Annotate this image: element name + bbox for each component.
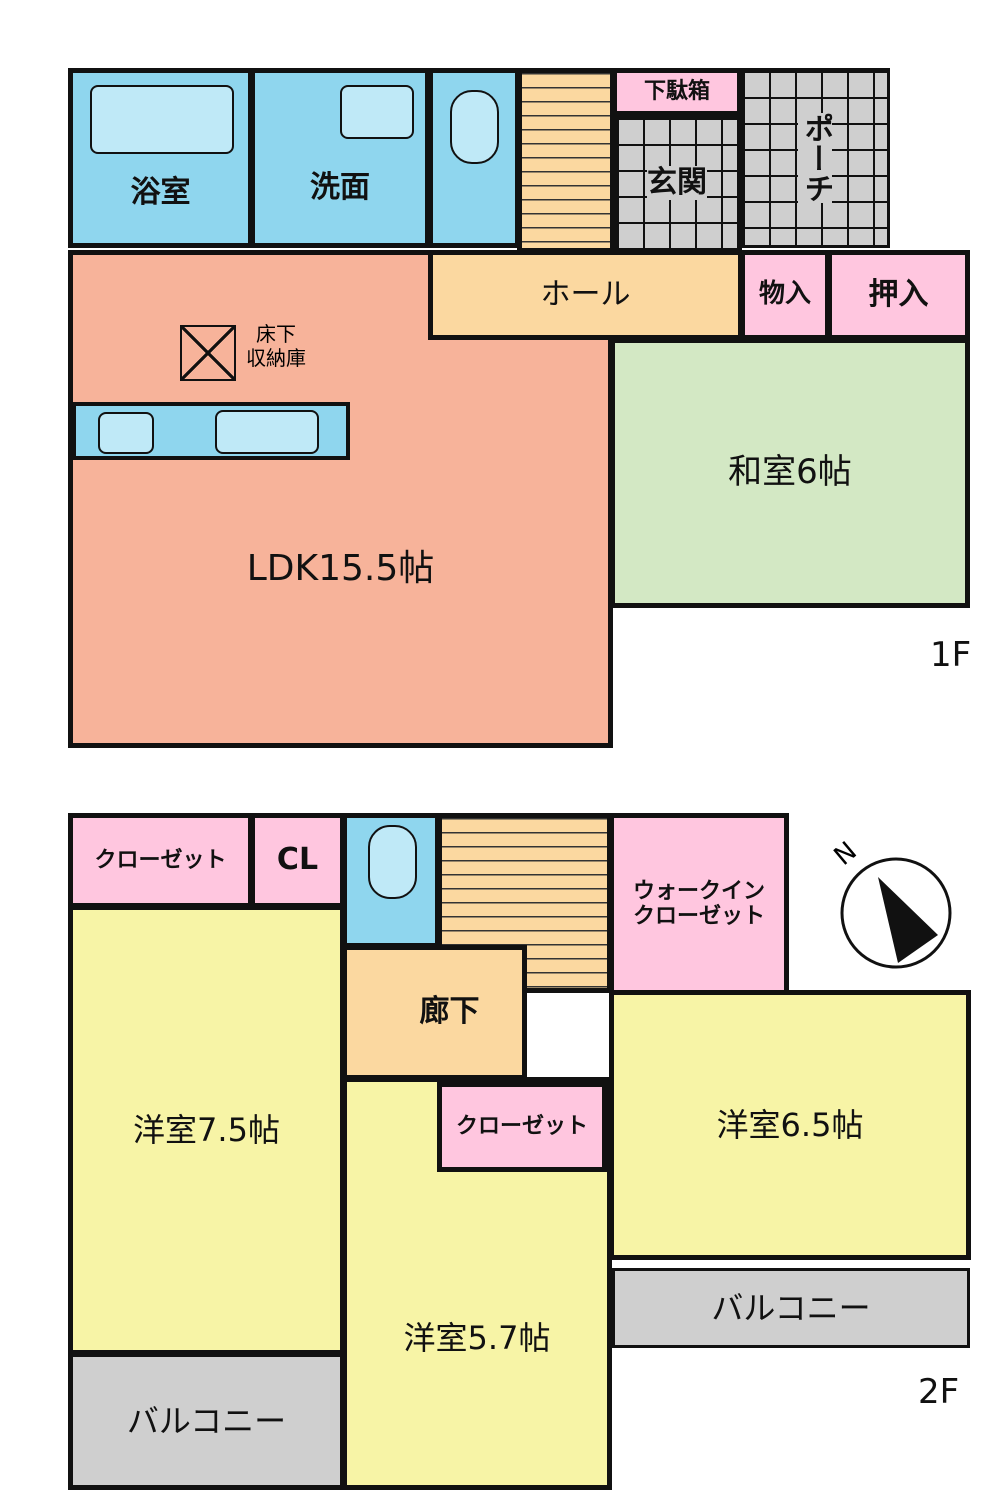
room-label: バルコニー: [126, 1401, 287, 1440]
room-label: 洋室6.5帖: [716, 1105, 864, 1144]
room-label: 下駄箱: [643, 79, 710, 105]
room-label: 物入: [758, 279, 811, 310]
kitchen-sink-icon: [215, 410, 319, 454]
room-label: LDK15.5帖: [246, 548, 435, 590]
compass: N: [829, 836, 954, 971]
room-label: クローゼット: [455, 1114, 588, 1140]
room-closet-1f: 押入: [827, 250, 970, 340]
room-storage: 物入: [740, 250, 830, 340]
underfloor-hatch-icon: [180, 325, 236, 381]
floor-label-2f: 2F: [918, 1372, 960, 1412]
room-walk-in-closet: ウォークイン クローゼット: [609, 813, 789, 995]
room-shoe-closet: 下駄箱: [612, 68, 742, 116]
room-label: 和室6帖: [728, 452, 852, 493]
room-label: ポーチ: [797, 113, 834, 203]
room-hall: ホール: [428, 250, 743, 340]
room-western-65: 洋室6.5帖: [609, 990, 971, 1260]
room-label: 廊下: [419, 994, 480, 1030]
room-label: バルコニー: [711, 1288, 871, 1327]
room-entrance: 玄関: [612, 113, 742, 253]
toilet-icon: [450, 90, 499, 164]
bathtub-icon: [90, 85, 234, 154]
room-balcony-b: バルコニー: [612, 1268, 970, 1348]
room-label: ホール: [540, 276, 631, 312]
room-label: 浴室: [130, 174, 191, 210]
room-western-75: 洋室7.5帖: [68, 905, 345, 1355]
room-label: 押入: [868, 276, 929, 312]
toilet-icon: [368, 825, 417, 899]
room-label: 玄関: [647, 164, 707, 201]
room-label: クローゼット: [94, 847, 227, 873]
room-cl: CL: [250, 813, 345, 908]
room-label: 洋室7.5帖: [133, 1110, 280, 1149]
floor-label-1f: 1F: [930, 635, 972, 675]
room-balcony-a: バルコニー: [68, 1352, 345, 1490]
room-label: 洗面: [310, 169, 370, 205]
underfloor-storage-label: 床下 収納庫: [246, 322, 306, 370]
north-arrow-icon: [840, 857, 952, 969]
room-closet-b: クローゼット: [437, 1082, 607, 1172]
room-corridor: 廊下: [342, 945, 527, 1080]
room-closet-a: クローゼット: [68, 813, 253, 908]
room-japanese: 和室6帖: [610, 338, 970, 608]
sink-icon: [340, 85, 414, 139]
stove-icon: [98, 412, 154, 454]
room-label: CL: [276, 842, 319, 878]
stairs-1f: [517, 68, 615, 253]
room-porch: ポーチ: [740, 68, 890, 248]
room-label: 洋室5.7帖: [403, 1319, 551, 1358]
room-label: ウォークイン クローゼット: [632, 878, 765, 929]
